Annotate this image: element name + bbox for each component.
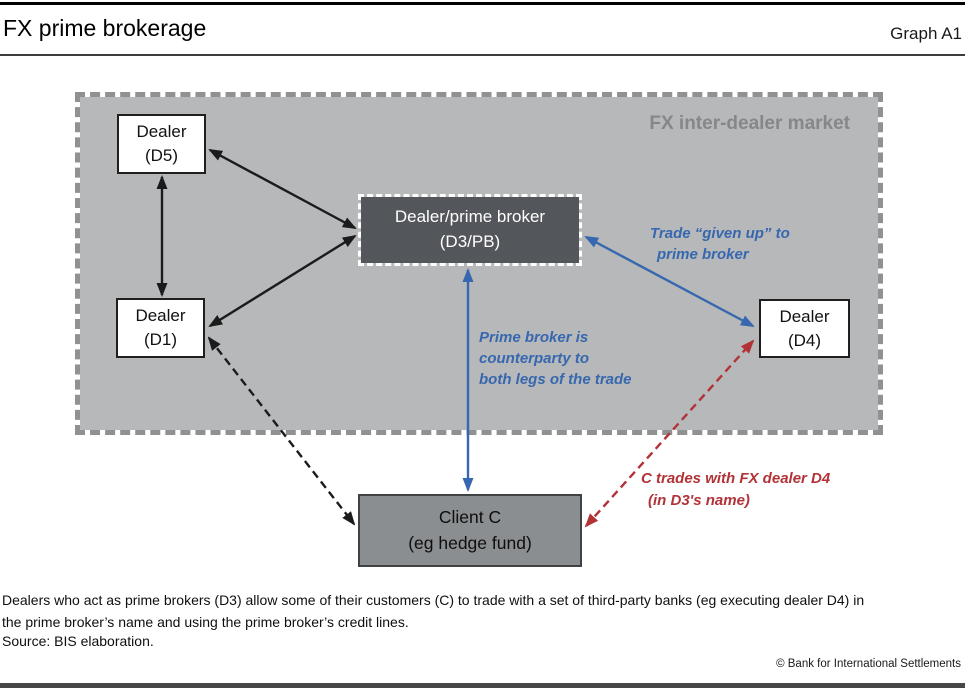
annotation-c-trades-line2: (in D3's name)	[648, 492, 750, 509]
node-client-c: Client C (eg hedge fund)	[358, 494, 582, 567]
source-note: Source: BIS elaboration.	[2, 633, 154, 649]
node-dealer-d1: Dealer (D1)	[116, 298, 205, 358]
node-dealer-d1-line2: (D1)	[143, 330, 178, 349]
node-dealer-d4-line2: (D4)	[787, 331, 822, 350]
graph-number-label: Graph A1	[890, 24, 962, 43]
node-dealer-d5-line2: (D5)	[144, 146, 179, 165]
node-client-line2: (eg hedge fund)	[408, 533, 532, 553]
node-dealer-d5: Dealer (D5)	[117, 114, 206, 174]
copyright-note: © Bank for International Settlements	[776, 658, 961, 670]
node-d3-line2: (D3/PB)	[439, 232, 501, 251]
annotation-trade-given-up-line2: prime broker	[657, 246, 749, 263]
annotation-c-trades-with-d4: C trades with FX dealer D4 (in D3's name…	[641, 468, 830, 512]
node-dealer-d5-line1: Dealer	[136, 122, 187, 141]
node-dealer-d1-line1: Dealer	[135, 306, 186, 325]
figure-caption-line1: Dealers who act as prime brokers (D3) al…	[2, 592, 865, 608]
market-label: FX inter-dealer market	[649, 113, 850, 134]
annotation-trade-given-up: Trade “given up” to prime broker	[650, 223, 790, 265]
annotation-prime-broker-counterparty: Prime broker is counterparty to both leg…	[479, 327, 632, 390]
figure-caption-line2: the prime broker’s name and using the pr…	[2, 614, 409, 630]
header-divider	[0, 54, 965, 56]
annotation-trade-given-up-line1: Trade “given up” to	[650, 225, 790, 242]
annotation-counterparty-line3: both legs of the trade	[479, 371, 632, 388]
node-dealer-d4: Dealer (D4)	[759, 299, 850, 358]
node-client-line1: Client C	[438, 507, 502, 527]
annotation-c-trades-line1: C trades with FX dealer D4	[641, 470, 831, 487]
page-title: FX prime brokerage	[3, 15, 207, 41]
annotation-counterparty-line2: counterparty to	[479, 350, 590, 367]
figure-caption: Dealers who act as prime brokers (D3) al…	[2, 589, 963, 633]
top-rule	[0, 2, 965, 5]
bottom-bar	[0, 683, 965, 688]
node-d3-line1: Dealer/prime broker	[394, 207, 546, 226]
node-dealer-d4-line1: Dealer	[779, 307, 830, 326]
node-dealer-prime-broker-d3: Dealer/prime broker (D3/PB)	[358, 194, 582, 266]
annotation-counterparty-line1: Prime broker is	[479, 329, 589, 346]
